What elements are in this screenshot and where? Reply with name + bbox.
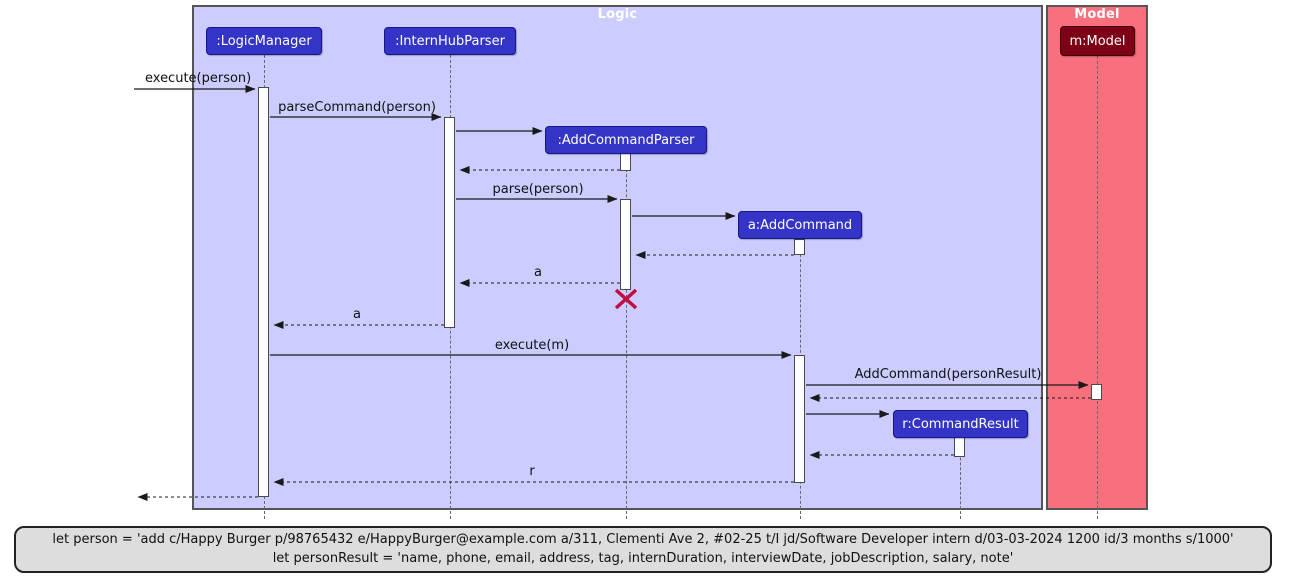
note-box: let person = 'add c/Happy Burger p/98765…: [14, 526, 1272, 573]
lifeline-add-command-parser: [626, 154, 627, 519]
label-parse-person: parse(person): [492, 182, 584, 197]
model-frame-title: Model: [1074, 7, 1120, 22]
label-parse-command-person: parseCommand(person): [278, 100, 436, 115]
activation-add-command-parser-create: [620, 153, 631, 171]
activation-add-command-create: [794, 239, 805, 255]
participant-add-command-parser: :AddCommandParser: [545, 126, 707, 154]
lifeline-command-result: [960, 438, 961, 519]
label-return-a-to-manager: a: [353, 307, 361, 322]
label-return-r: r: [529, 464, 535, 479]
logic-frame-title: Logic: [597, 7, 638, 22]
label-execute-m: execute(m): [494, 338, 570, 353]
lifeline-model: [1097, 56, 1098, 519]
note-line-2: let personResult = 'name, phone, email, …: [272, 550, 1014, 566]
activation-add-command-execute: [794, 355, 805, 483]
activation-add-command-parser-parse: [620, 199, 631, 290]
label-execute-person: execute(person): [145, 71, 252, 86]
participant-logic-manager: :LogicManager: [206, 27, 322, 55]
activation-command-result: [954, 437, 965, 457]
participant-model: m:Model: [1060, 26, 1135, 56]
label-add-command-person-result: AddCommand(personResult): [854, 367, 1042, 382]
note-line-1: let person = 'add c/Happy Burger p/98765…: [52, 531, 1234, 547]
participant-intern-hub-parser: :InternHubParser: [384, 27, 516, 55]
participant-command-result: r:CommandResult: [893, 410, 1028, 438]
activation-intern-hub-parser: [444, 117, 455, 328]
activation-model: [1091, 384, 1102, 400]
label-return-a-to-parser: a: [534, 265, 542, 280]
activation-logic-manager: [258, 87, 269, 497]
participant-add-command: a:AddCommand: [738, 211, 862, 239]
